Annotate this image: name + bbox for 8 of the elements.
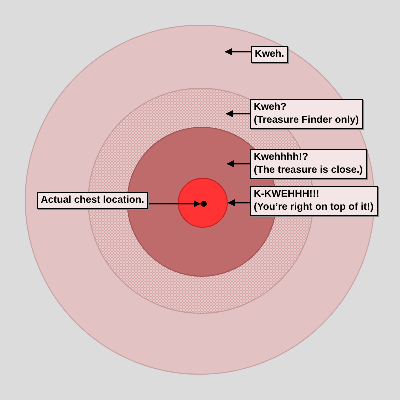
leader-line — [227, 160, 250, 168]
leader-line — [226, 110, 250, 118]
leader-line — [225, 48, 251, 56]
chest-dot — [201, 201, 207, 207]
signal-ring — [178, 178, 228, 228]
callout-label: Kweh. — [251, 46, 288, 63]
leader-line — [148, 200, 201, 208]
leader-line — [228, 199, 250, 207]
